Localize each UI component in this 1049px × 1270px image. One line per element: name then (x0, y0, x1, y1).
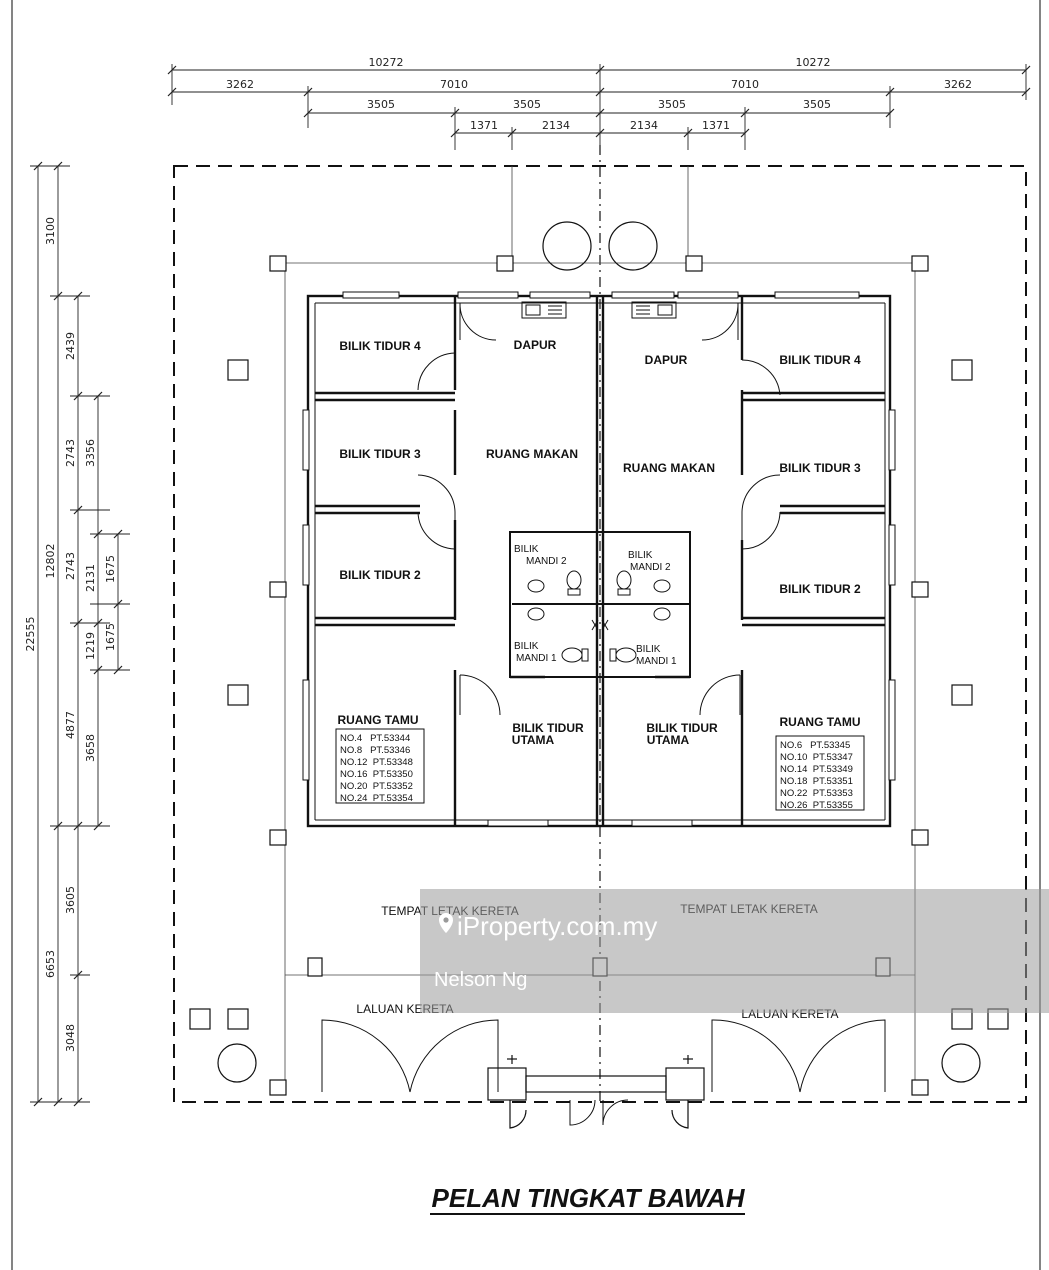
lot-left-3: NO.12 PT.53348 (340, 757, 413, 768)
dim-left-inner-b: 2131 (84, 564, 97, 592)
lot-right-5: NO.22 PT.53353 (780, 788, 853, 799)
label-bilik-mandi1-right-b: MANDI 1 (636, 656, 677, 667)
lot-right-1: NO.6 PT.53345 (780, 740, 850, 751)
lot-left-5: NO.20 PT.53352 (340, 781, 413, 792)
dim-row4-a: 1371 (470, 119, 498, 132)
watermark-brand: iProperty.com.my (457, 911, 657, 941)
top-dimensions (167, 64, 1031, 150)
label-dapur-right: DAPUR (645, 353, 688, 367)
label-bilik-tidur-4-right: BILIK TIDUR 4 (779, 353, 861, 367)
label-ruang-tamu-left: RUANG TAMU (337, 713, 418, 727)
dim-left-total: 22555 (24, 617, 37, 652)
label-bilik-mandi2-left-a: BILIK (514, 544, 539, 555)
dim-row3-d: 3505 (803, 98, 831, 111)
label-bilik-tidur-utama-right-a: BILIK TIDUR (646, 721, 718, 735)
dim-left-mid-c: 2743 (64, 552, 77, 580)
dim-top-left: 10272 (369, 56, 404, 69)
lot-table-left (335, 728, 425, 804)
label-bilik-mandi1-right-a: BILIK (636, 644, 661, 655)
dim-row2-c: 7010 (731, 78, 759, 91)
dim-row3-c: 3505 (658, 98, 686, 111)
label-bilik-tidur-utama-right-b: UTAMA (647, 733, 690, 747)
dim-left-small-b: 1675 (104, 623, 117, 651)
lot-boundary (173, 165, 1027, 1103)
label-bilik-mandi2-right-b: MANDI 2 (630, 562, 671, 573)
bathroom-fixtures (527, 570, 671, 663)
dim-row4-c: 2134 (630, 119, 658, 132)
dim-row4-d: 1371 (702, 119, 730, 132)
label-bilik-mandi2-right-a: BILIK (628, 550, 653, 561)
dim-row3-a: 3505 (367, 98, 395, 111)
dim-left-mid-b: 2743 (64, 439, 77, 467)
lot-left-1: NO.4 PT.53344 (340, 733, 410, 744)
dim-left-mid-f: 3048 (64, 1024, 77, 1052)
dim-left-small-a: 1675 (104, 555, 117, 583)
label-bilik-tidur-2-right: BILIK TIDUR 2 (779, 582, 861, 596)
label-bilik-mandi2-left-b: MANDI 2 (526, 556, 567, 567)
lot-left-4: NO.16 PT.53350 (340, 769, 413, 780)
dim-row4-b: 2134 (542, 119, 570, 132)
gate-piers (487, 1055, 705, 1129)
lot-left-6: NO.24 PT.53354 (340, 793, 413, 804)
door-swings (321, 302, 886, 1126)
label-bilik-tidur-3-left: BILIK TIDUR 3 (339, 447, 421, 461)
lot-right-6: NO.26 PT.53355 (780, 800, 853, 811)
kitchen-sinks (521, 301, 677, 319)
label-bilik-tidur-4-left: BILIK TIDUR 4 (339, 339, 421, 353)
lot-right-2: NO.10 PT.53347 (780, 752, 853, 763)
label-ruang-makan-left: RUANG MAKAN (486, 447, 578, 461)
label-bilik-tidur-utama-left-a: BILIK TIDUR (512, 721, 584, 735)
dim-left-mid-d: 4877 (64, 711, 77, 739)
label-ruang-tamu-right: RUANG TAMU (779, 715, 860, 729)
map-pin-icon (439, 913, 453, 933)
label-bilik-mandi1-left-b: MANDI 1 (516, 653, 557, 664)
dim-row2-b: 7010 (440, 78, 468, 91)
label-ruang-makan-right: RUANG MAKAN (623, 461, 715, 475)
watermark-band (420, 889, 1049, 1013)
dim-left-outer-b: 12802 (44, 544, 57, 579)
dim-top-right: 10272 (796, 56, 831, 69)
dim-row2-a: 3262 (226, 78, 254, 91)
dim-left-outer-c: 6653 (44, 950, 57, 978)
lot-left-2: NO.8 PT.53346 (340, 745, 410, 756)
lot-right-3: NO.14 PT.53349 (780, 764, 853, 775)
windows (302, 291, 896, 827)
lot-right-4: NO.18 PT.53351 (780, 776, 853, 787)
dim-left-inner-c: 1219 (84, 632, 97, 660)
label-dapur-left: DAPUR (514, 338, 557, 352)
dim-row3-b: 3505 (513, 98, 541, 111)
plan-title: PELAN TINGKAT BAWAH (432, 1183, 746, 1213)
dim-left-inner-a: 3356 (84, 439, 97, 467)
label-bilik-mandi1-left-a: BILIK (514, 641, 539, 652)
left-dimensions (30, 161, 130, 1107)
watermark-agent: Nelson Ng (434, 969, 527, 991)
landscape-elements (189, 221, 1009, 1083)
lot-table-right (775, 735, 865, 811)
label-bilik-tidur-utama-left-b: UTAMA (512, 733, 555, 747)
label-bilik-tidur-3-right: BILIK TIDUR 3 (779, 461, 861, 475)
dim-row2-d: 3262 (944, 78, 972, 91)
dim-left-outer-a: 3100 (44, 217, 57, 245)
dim-left-inner-d: 3658 (84, 734, 97, 762)
dim-left-mid-a: 2439 (64, 332, 77, 360)
dim-left-mid-e: 3605 (64, 886, 77, 914)
label-bilik-tidur-2-left: BILIK TIDUR 2 (339, 568, 421, 582)
